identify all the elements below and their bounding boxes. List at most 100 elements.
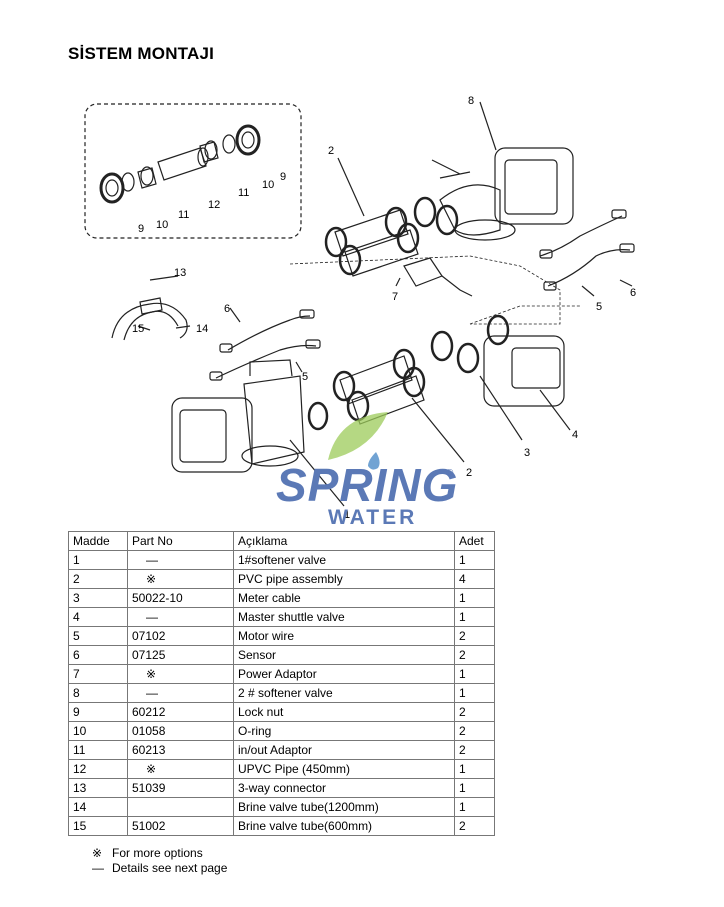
cell-adet: 1: [454, 797, 495, 817]
cell-aciklama: Brine valve tube(1200mm): [233, 797, 455, 817]
asterisk-symbol: ※: [92, 846, 103, 860]
callout-5-right: 5: [596, 301, 602, 313]
cell-aciklama: in/out Adaptor: [233, 740, 455, 760]
callout-1: 1: [344, 509, 350, 521]
table-header-row: Madde Part No Açıklama Adet: [68, 531, 495, 551]
registered-mark: ®: [446, 468, 454, 479]
header-part-no: Part No: [127, 531, 234, 551]
cell-adet: 1: [454, 664, 495, 684]
cell-madde: 11: [68, 740, 128, 760]
cell-madde: 12: [68, 759, 128, 779]
cell-aciklama: UPVC Pipe (450mm): [233, 759, 455, 779]
dash-symbol: —: [92, 861, 104, 875]
cell-aciklama: Motor wire: [233, 626, 455, 646]
callout-10-left: 10: [156, 219, 168, 231]
cell-adet: 2: [454, 626, 495, 646]
callout-14: 14: [196, 323, 208, 335]
logo-text-spring: SPRING: [276, 459, 459, 511]
callout-13: 13: [174, 267, 186, 279]
callout-6-left: 6: [224, 303, 230, 315]
cell-aciklama: 3-way connector: [233, 778, 455, 798]
callout-3: 3: [524, 447, 530, 459]
callout-15: 15: [132, 323, 144, 335]
cell-adet: 2: [454, 645, 495, 665]
cell-part-no: 51039: [127, 778, 234, 798]
callout-9-left: 9: [138, 223, 144, 235]
detail-upvc-pipe: [157, 147, 209, 181]
cell-madde: 4: [68, 607, 128, 627]
detail-lock-nut-left: [99, 172, 125, 204]
detail-oring-left: [121, 172, 135, 192]
callout-5-left: 5: [302, 371, 308, 383]
leaf-icon: [328, 412, 388, 470]
pvc-pipe-assembly-top: [324, 206, 420, 277]
detail-oring-right: [222, 134, 236, 154]
cell-adet: 2: [454, 721, 495, 741]
cell-part-no: [127, 797, 234, 817]
cell-adet: 2: [454, 740, 495, 760]
wires-right: [539, 209, 635, 291]
callout-4: 4: [572, 429, 578, 441]
callout-9-right: 9: [280, 171, 286, 183]
cell-aciklama: Lock nut: [233, 702, 455, 722]
parts-table: Madde Part No Açıklama Adet 1—1#softener…: [68, 531, 495, 836]
cell-madde: 6: [68, 645, 128, 665]
detail-adaptor-right: [199, 140, 219, 163]
valve-2-softener: [431, 147, 574, 241]
cell-part-no: 60212: [127, 702, 234, 722]
callout-10-right: 10: [262, 179, 274, 191]
valve-1-softener: [171, 359, 329, 473]
cell-aciklama: PVC pipe assembly: [233, 569, 455, 589]
assembly-diagram: 8 2 9 10 11 12 11 10 9 13 15 14 6 5 7 5 …: [84, 95, 636, 521]
logo-text-water: WATER: [328, 506, 418, 529]
cell-part-no: —: [127, 550, 234, 570]
cell-adet: 1: [454, 683, 495, 703]
master-shuttle-valve: [430, 314, 565, 407]
cell-madde: 7: [68, 664, 128, 684]
callout-2-bottom: 2: [466, 467, 472, 479]
cell-part-no: 07125: [127, 645, 234, 665]
footnotes: ※For more options —Details see next page: [92, 846, 227, 876]
header-madde: Madde: [68, 531, 128, 551]
callout-8: 8: [468, 95, 474, 107]
callout-2-top: 2: [328, 145, 334, 157]
cell-part-no: 01058: [127, 721, 234, 741]
cell-madde: 1: [68, 550, 128, 570]
cell-aciklama: 2 # softener valve: [233, 683, 455, 703]
cell-aciklama: O-ring: [233, 721, 455, 741]
page-title: SİSTEM MONTAJI: [68, 44, 215, 63]
callout-7: 7: [392, 291, 398, 303]
cell-madde: 14: [68, 797, 128, 817]
cell-adet: 1: [454, 778, 495, 798]
cell-aciklama: Master shuttle valve: [233, 607, 455, 627]
cell-madde: 10: [68, 721, 128, 741]
cell-part-no: ※: [127, 569, 234, 589]
header-aciklama: Açıklama: [233, 531, 455, 551]
cell-part-no: —: [127, 607, 234, 627]
cell-madde: 15: [68, 816, 128, 836]
cell-part-no: 60213: [127, 740, 234, 760]
table-row: 12※UPVC Pipe (450mm)1: [68, 759, 495, 779]
callout-11-left: 11: [178, 209, 189, 221]
cell-part-no: ※: [127, 759, 234, 779]
cell-adet: 1: [454, 607, 495, 627]
cell-part-no: 07102: [127, 626, 234, 646]
footnote-text: For more options: [112, 846, 203, 860]
callout-6-right: 6: [630, 287, 636, 299]
cell-adet: 2: [454, 702, 495, 722]
cell-adet: 1: [454, 588, 495, 608]
cell-adet: 4: [454, 569, 495, 589]
callout-12: 12: [208, 199, 220, 211]
detail-adaptor-left: [137, 166, 157, 189]
